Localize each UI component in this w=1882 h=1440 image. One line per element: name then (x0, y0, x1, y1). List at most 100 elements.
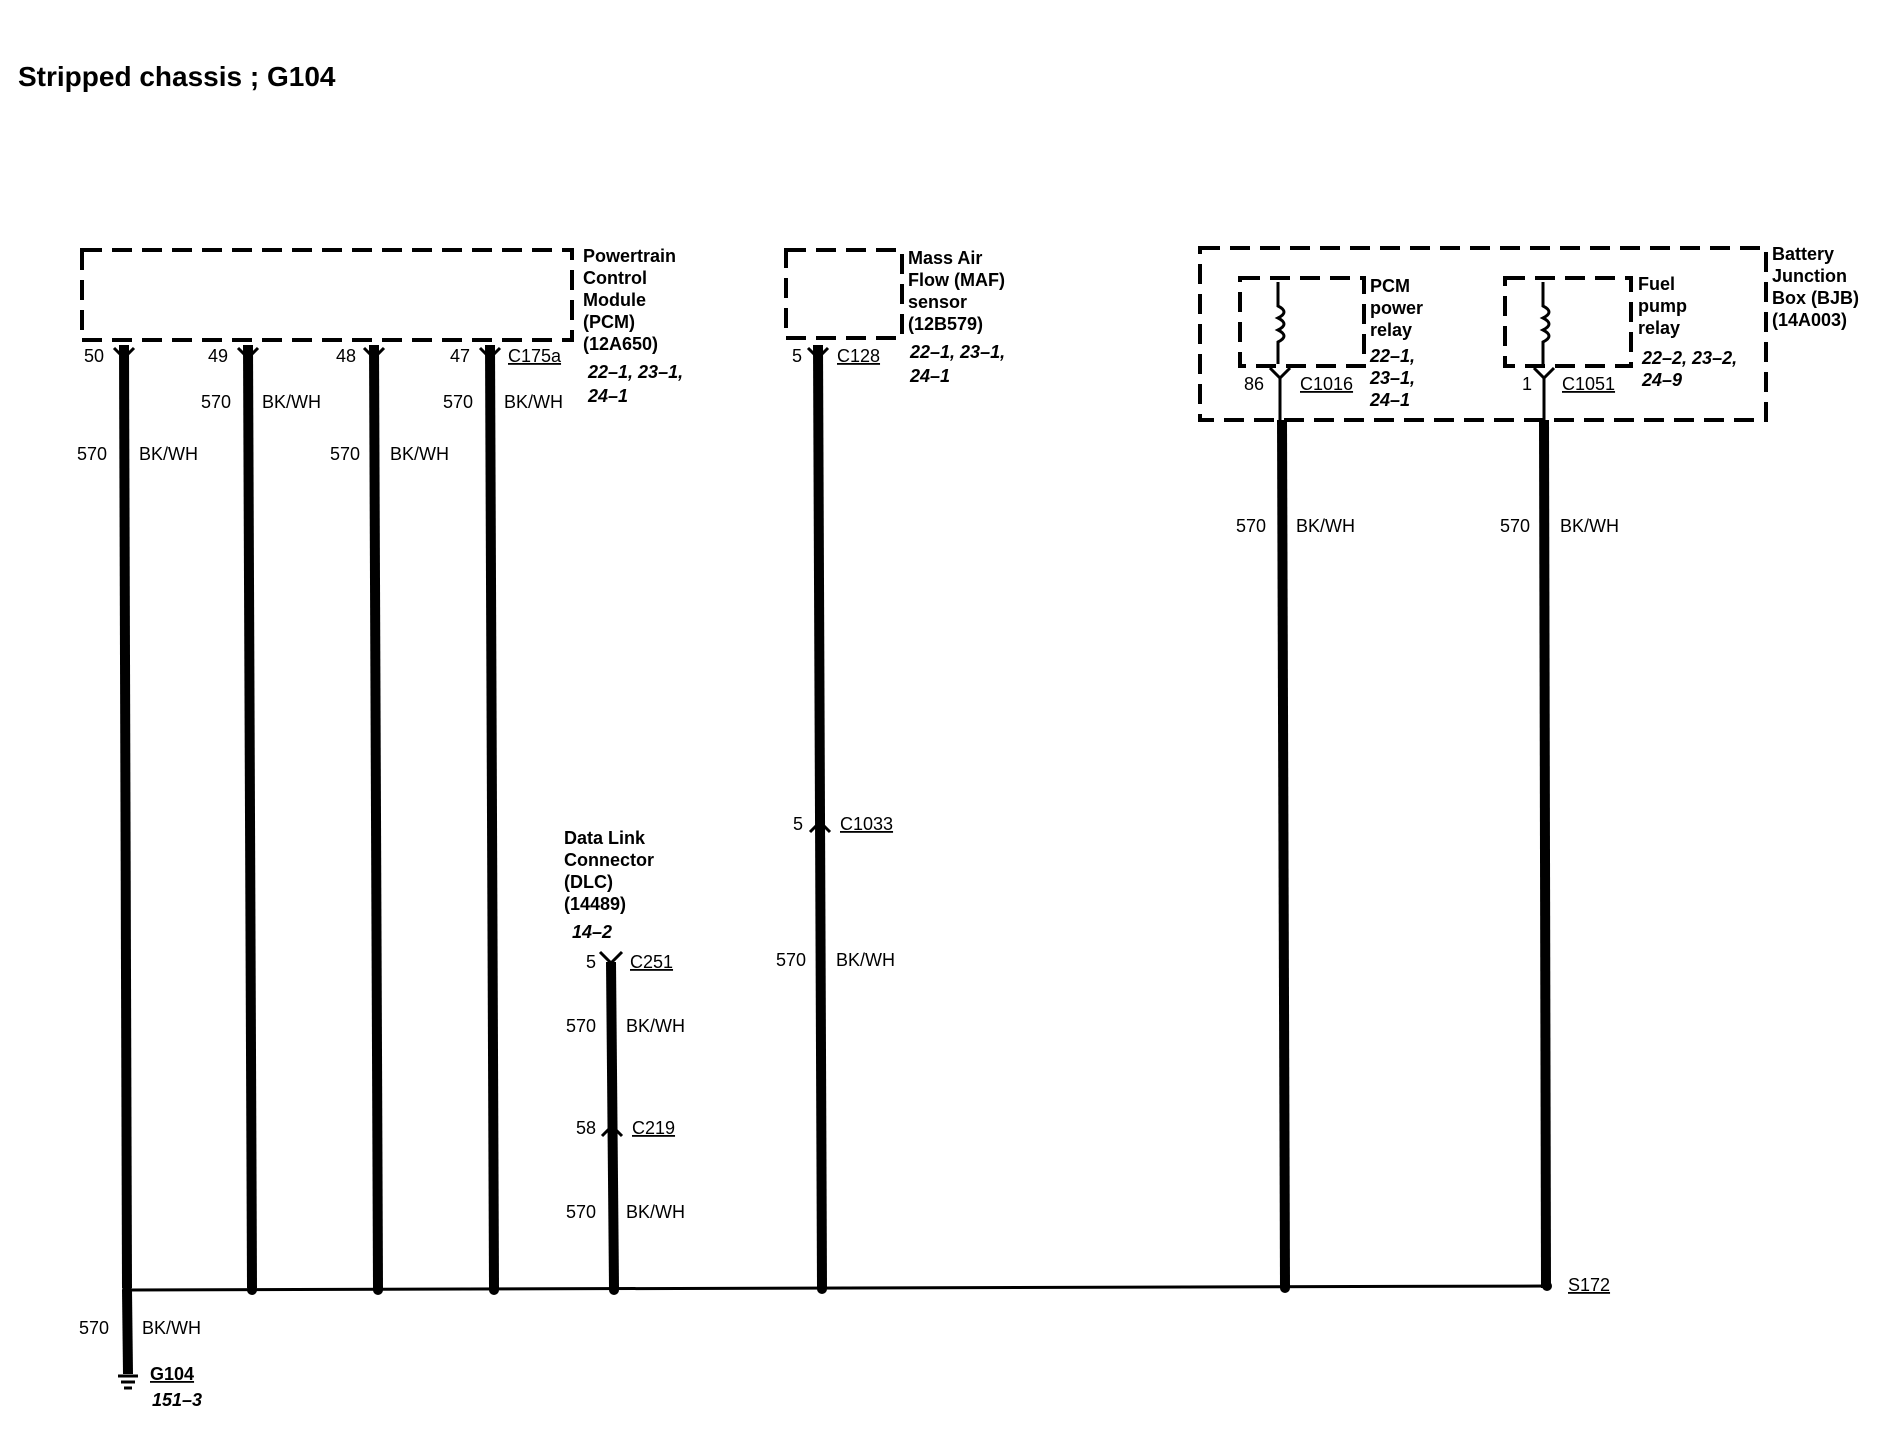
pcm49-circuit: 570 (201, 392, 231, 412)
pcm-ref-2: 24–1 (587, 386, 628, 406)
dlc-circuit-1: 570 (566, 1016, 596, 1036)
ground-bus-line (123, 1284, 1549, 1292)
svg-text:pump: pump (1638, 296, 1687, 316)
splice-dot-6 (817, 1284, 827, 1294)
pcm-pin-47: 47 (450, 346, 470, 366)
maf-label: Mass Air Flow (MAF) sensor (12B579) (908, 248, 1005, 334)
svg-text:(12A650): (12A650) (583, 334, 658, 354)
wire-maf (813, 344, 827, 1289)
fuel-relay-ref-1: 22–2, 23–2, (1641, 348, 1737, 368)
dlc-label: Data Link Connector (DLC) (14489) (564, 828, 654, 914)
pcm50-circuit: 570 (77, 444, 107, 464)
svg-text:Module: Module (583, 290, 646, 310)
bjb-box (1198, 246, 1768, 422)
fuel-relay-pin: 1 (1522, 374, 1532, 394)
pcm-pin-48: 48 (336, 346, 356, 366)
pin-mark-47 (478, 346, 502, 361)
wire-pcm-47 (485, 344, 499, 1289)
svg-text:Connector: Connector (564, 850, 654, 870)
fuel-relay-box (1503, 276, 1633, 368)
pin-mark-49 (236, 346, 260, 361)
pcm48-color: BK/WH (390, 444, 449, 464)
svg-text:(PCM): (PCM) (583, 312, 635, 332)
pin-mark-50 (112, 346, 136, 361)
splice-label: S172 (1568, 1275, 1610, 1295)
page-title: Stripped chassis ; G104 (18, 61, 336, 92)
c1033-pin: 5 (793, 814, 803, 834)
c1016-mark (1268, 366, 1292, 381)
splice-dot-4 (489, 1285, 499, 1295)
c1033-mark (808, 819, 832, 834)
wire-pcm-49 (243, 344, 257, 1289)
ground-ref: 151–3 (152, 1390, 202, 1410)
c1033-label: C1033 (840, 814, 893, 834)
pcm-relay-circuit: 570 (1236, 516, 1266, 536)
pcm-relay-connector: C1016 (1300, 374, 1353, 394)
dlc-connector-label: C251 (630, 952, 673, 972)
svg-text:Junction: Junction (1772, 266, 1847, 286)
pcm-ref-1: 22–1, 23–1, (587, 362, 683, 382)
svg-text:sensor: sensor (908, 292, 967, 312)
fuel-relay-connector: C1051 (1562, 374, 1615, 394)
pcm48-circuit: 570 (330, 444, 360, 464)
pcm-pin-49: 49 (208, 346, 228, 366)
svg-text:power: power (1370, 298, 1423, 318)
pcm-relay-box (1238, 276, 1366, 368)
pcm-pin-50: 50 (84, 346, 104, 366)
pcm-relay-coil-icon (1274, 282, 1286, 364)
svg-text:PCM: PCM (1370, 276, 1410, 296)
wire-ground (122, 1289, 133, 1375)
pcm-connector-label: C175a (508, 346, 562, 366)
svg-text:Flow (MAF): Flow (MAF) (908, 270, 1005, 290)
bjb-label: Battery Junction Box (BJB) (14A003) (1772, 244, 1859, 330)
fuel-relay-label: Fuel pump relay (1638, 274, 1687, 338)
svg-text:(12B579): (12B579) (908, 314, 983, 334)
svg-text:Battery: Battery (1772, 244, 1834, 264)
ground-label: G104 (150, 1364, 194, 1384)
pcm47-color: BK/WH (504, 392, 563, 412)
pcm-relay-label: PCM power relay (1370, 276, 1423, 340)
pcm-module-box (80, 248, 574, 342)
c251-mark (598, 950, 624, 966)
svg-text:(14A003): (14A003) (1772, 310, 1847, 330)
pin-mark-maf (806, 346, 830, 361)
pcm-label: Powertrain Control Module (PCM) (12A650) (583, 246, 676, 354)
svg-text:(DLC): (DLC) (564, 872, 613, 892)
ground-circuit: 570 (79, 1318, 109, 1338)
c219-mark (600, 1123, 624, 1138)
svg-text:Control: Control (583, 268, 647, 288)
splice-dot-8 (1542, 1281, 1552, 1291)
pcm-relay-ref-1: 22–1, (1369, 346, 1415, 366)
maf-color: BK/WH (836, 950, 895, 970)
dlc-pin: 5 (586, 952, 596, 972)
pcm-relay-color: BK/WH (1296, 516, 1355, 536)
splice-dot-7 (1280, 1283, 1290, 1293)
fuel-relay-circuit: 570 (1500, 516, 1530, 536)
dlc-color-2: BK/WH (626, 1202, 685, 1222)
maf-connector-label: C128 (837, 346, 880, 366)
svg-text:Fuel: Fuel (1638, 274, 1675, 294)
maf-sensor-box (784, 248, 904, 340)
pcm49-color: BK/WH (262, 392, 321, 412)
dlc-circuit-2: 570 (566, 1202, 596, 1222)
pcm-relay-pin: 86 (1244, 374, 1264, 394)
pcm50-color: BK/WH (139, 444, 198, 464)
svg-text:relay: relay (1638, 318, 1680, 338)
svg-text:(14489): (14489) (564, 894, 626, 914)
wire-fuel-relay (1539, 419, 1551, 1289)
maf-ref-2: 24–1 (909, 366, 950, 386)
splice-dot-3 (373, 1285, 383, 1295)
dlc-color-1: BK/WH (626, 1016, 685, 1036)
svg-text:Powertrain: Powertrain (583, 246, 676, 266)
wire-pcm-48 (369, 344, 383, 1289)
ground-icon (118, 1374, 138, 1390)
splice-dot-5 (609, 1285, 619, 1295)
pcm47-circuit: 570 (443, 392, 473, 412)
pcm-relay-ref-3: 24–1 (1369, 390, 1410, 410)
svg-text:Data Link: Data Link (564, 828, 646, 848)
fuel-relay-coil-icon (1539, 282, 1551, 364)
fuel-relay-ref-2: 24–9 (1641, 370, 1682, 390)
wire-pcm-relay (1277, 419, 1290, 1289)
pcm-relay-ref-2: 23–1, (1369, 368, 1415, 388)
